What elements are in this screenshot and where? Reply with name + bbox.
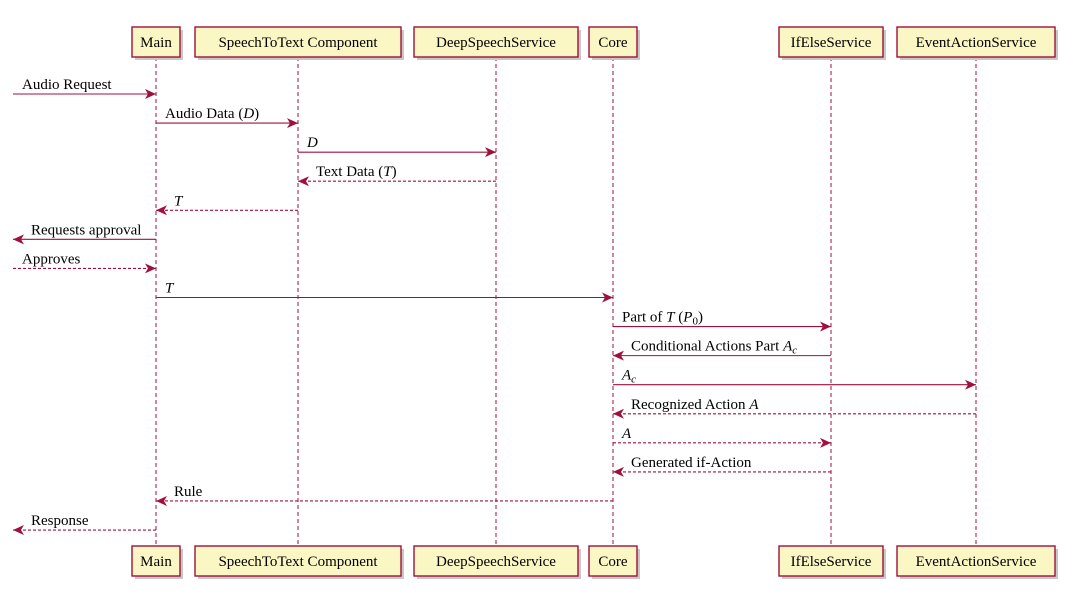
message-4: Text Data (T) (298, 164, 496, 187)
message-label: Requests approval (31, 222, 141, 238)
message-label: Conditional Actions Part Ac (631, 339, 797, 357)
participant-label: DeepSpeechService (436, 554, 556, 570)
participant-label: Core (598, 554, 628, 570)
message-6: Requests approval (13, 222, 156, 245)
message-label: Audio Data (D) (165, 106, 259, 122)
participant-label: Core (598, 35, 628, 51)
message-label: D (306, 135, 318, 151)
participants-bottom: Main SpeechToText Component DeepSpeechServ… (131, 545, 1058, 579)
message-9: Part of T (P0) (613, 310, 831, 332)
participant-ds-bottom: DeepSpeechService (413, 545, 581, 579)
participants-top: Main SpeechToText Component DeepSpeechServ… (131, 26, 1058, 60)
message-2: Audio Data (D) (156, 106, 298, 129)
participant-box (413, 545, 579, 577)
message-label: Text Data (T) (316, 164, 397, 180)
message-label: Generated if-Action (631, 455, 752, 471)
message-label: A (621, 426, 632, 442)
message-label: Ac (621, 368, 636, 386)
message-8: T (156, 280, 613, 303)
message-label: Part of T (P0) (622, 310, 703, 328)
message-3: D (298, 135, 496, 158)
participant-box (778, 545, 884, 577)
participant-label: IfElseService (791, 35, 872, 51)
participant-label: Main (140, 35, 172, 51)
participant-label: EventActionService (916, 35, 1037, 51)
participant-label: IfElseService (791, 554, 872, 570)
message-7: Approves (13, 251, 156, 274)
message-label: T (174, 193, 184, 209)
participant-label: Main (140, 554, 172, 570)
participant-box (896, 545, 1056, 577)
participant-label: SpeechToText Component (218, 35, 378, 51)
participant-label: EventActionService (916, 554, 1037, 570)
message-label: Approves (22, 251, 80, 267)
participant-label: DeepSpeechService (436, 35, 556, 51)
participant-ea-bottom: EventActionService (896, 545, 1058, 579)
participant-box (588, 545, 638, 577)
participant-ifelse-bottom: IfElseService (778, 545, 886, 579)
participant-box (194, 545, 402, 577)
participant-main-bottom: Main (131, 545, 183, 579)
message-1: Audio Request (13, 77, 156, 99)
message-10: Conditional Actions Part Ac (613, 339, 831, 361)
participant-ifelse-top: IfElseService (778, 26, 886, 60)
participant-ds-top: DeepSpeechService (413, 26, 581, 60)
message-14: Generated if-Action (613, 455, 831, 477)
message-15: Rule (156, 484, 613, 506)
participant-box (131, 545, 181, 577)
participant-box (778, 26, 884, 58)
participant-core-top: Core (588, 26, 640, 60)
message-5: T (156, 193, 298, 216)
participant-stt-bottom: SpeechToText Component (194, 545, 404, 579)
participant-main-top: Main (131, 26, 183, 60)
message-13: A (613, 426, 831, 448)
message-label: Response (31, 513, 89, 529)
lifelines (155, 57, 977, 546)
participant-label: SpeechToText Component (218, 554, 378, 570)
participant-box (896, 26, 1056, 58)
message-11: Ac (613, 368, 976, 390)
participant-box (194, 26, 402, 58)
participant-box (131, 26, 181, 58)
participant-stt-top: SpeechToText Component (194, 26, 404, 60)
message-label: Rule (174, 484, 203, 500)
message-label: Recognized Action A (631, 397, 759, 413)
message-label: Audio Request (22, 77, 112, 93)
message-16: Response (13, 513, 156, 536)
message-label: T (165, 280, 175, 296)
participant-ea-top: EventActionService (896, 26, 1058, 60)
participant-core-bottom: Core (588, 545, 640, 579)
participant-box (413, 26, 579, 58)
message-12: Recognized Action A (613, 397, 976, 419)
participant-box (588, 26, 638, 58)
